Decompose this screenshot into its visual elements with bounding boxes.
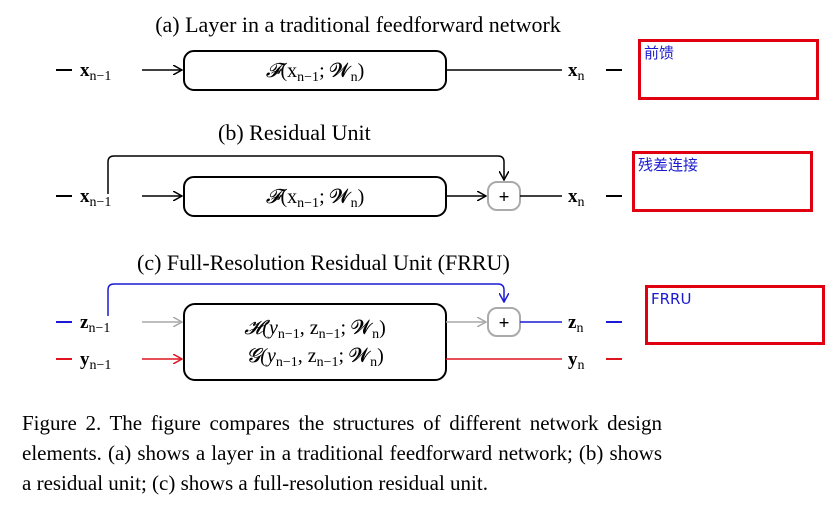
panel-c-h-function-label: 𝓗(yn−1, zn−1; 𝓦n) xyxy=(244,317,385,342)
panel-b: (b) Residual Unit xn−1 𝓕(xn−1; 𝓦n) + xn xyxy=(56,120,622,217)
figure-caption: Figure 2. The figure compares the struct… xyxy=(22,411,662,495)
annotation-frru-text: FRRU xyxy=(651,290,692,308)
panel-a-output-label: xn xyxy=(568,60,585,84)
panel-c-plus-sign: + xyxy=(499,313,510,334)
panel-b-output-label: xn xyxy=(568,186,585,210)
panel-a-title: (a) Layer in a traditional feedforward n… xyxy=(155,12,561,37)
annotation-feedforward-text: 前馈 xyxy=(644,44,675,62)
panel-c-function-box xyxy=(183,303,447,381)
panel-c-g-function-label: 𝓖(yn−1, zn−1; 𝓦n) xyxy=(246,345,383,370)
panel-c-z-input-label: zn−1 xyxy=(80,312,110,336)
panel-b-plus-sign: + xyxy=(499,187,510,208)
panel-b-title: (b) Residual Unit xyxy=(218,120,371,145)
annotation-feedforward: 前馈 xyxy=(638,39,819,100)
panel-b-function-label: 𝓕(xn−1; 𝓦n) xyxy=(266,186,365,211)
panel-b-skip-connection xyxy=(107,155,504,194)
panel-a-input-label: xn−1 xyxy=(80,60,111,84)
panel-b-input-label: xn−1 xyxy=(80,186,111,210)
panel-c-residual-stream xyxy=(107,283,504,316)
panel-a: (a) Layer in a traditional feedforward n… xyxy=(56,12,622,91)
panel-a-function-label: 𝓕(xn−1; 𝓦n) xyxy=(266,60,365,85)
panel-c: (c) Full-Resolution Residual Unit (FRRU)… xyxy=(56,250,622,381)
figure-diagram: (a) Layer in a traditional feedforward n… xyxy=(56,12,622,381)
panel-c-z-output-label: zn xyxy=(568,312,583,336)
panel-c-y-input-label: yn−1 xyxy=(80,349,111,373)
annotation-residual-text: 残差连接 xyxy=(638,156,699,174)
panel-c-y-output-label: yn xyxy=(568,349,585,373)
annotation-residual: 残差连接 xyxy=(632,151,813,212)
annotation-frru: FRRU xyxy=(645,285,825,345)
panel-c-title: (c) Full-Resolution Residual Unit (FRRU) xyxy=(137,250,510,275)
